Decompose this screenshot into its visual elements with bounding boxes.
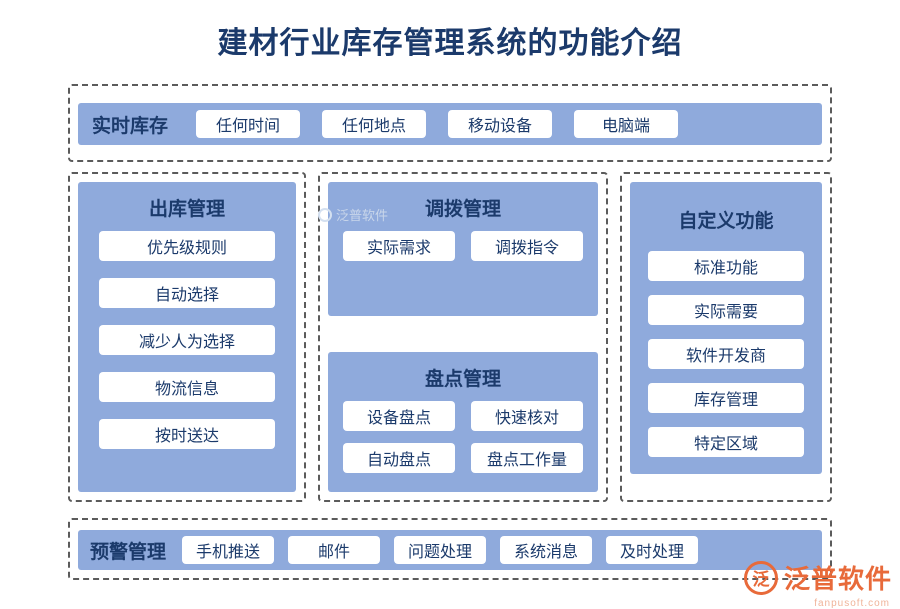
stocktake-chip-row-2: 自动盘点 盘点工作量: [328, 443, 598, 473]
stocktake-chip-device-count[interactable]: 设备盘点: [343, 401, 455, 431]
realtime-chip-desktop[interactable]: 电脑端: [574, 110, 678, 138]
warning-chip-system-message[interactable]: 系统消息: [500, 536, 593, 564]
outbound-section-border: [68, 172, 306, 502]
warning-label: 预警管理: [90, 541, 167, 563]
realtime-chip-mobile-device[interactable]: 移动设备: [448, 110, 552, 138]
outbound-title: 出库管理: [148, 199, 225, 220]
custom-section-border: [620, 172, 832, 502]
custom-chip-specific-area[interactable]: 特定区域: [648, 427, 804, 457]
outbound-chip-priority-rule[interactable]: 优先级规则: [99, 231, 275, 261]
middle-section-border: [318, 172, 608, 502]
realtime-label: 实时库存: [92, 115, 169, 137]
realtime-chip-any-place[interactable]: 任何地点: [322, 110, 426, 138]
warning-chip-timely-handling[interactable]: 及时处理: [606, 536, 699, 564]
custom-chip-software-vendor[interactable]: 软件开发商: [648, 339, 804, 369]
custom-chip-actual-need[interactable]: 实际需要: [648, 295, 804, 325]
outbound-chip-reduce-manual[interactable]: 减少人为选择: [99, 325, 275, 355]
warning-section-border: [68, 518, 832, 580]
custom-panel: 自定义功能 标准功能 实际需要 软件开发商 库存管理 特定区域: [630, 182, 822, 474]
stocktake-panel: 盘点管理 设备盘点 快速核对 自动盘点 盘点工作量: [328, 352, 598, 492]
stocktake-chip-row-1: 设备盘点 快速核对: [328, 401, 598, 431]
warning-chip-issue-handling[interactable]: 问题处理: [394, 536, 487, 564]
transfer-panel: 调拨管理 实际需求 调拨指令: [328, 182, 598, 316]
warning-chip-email[interactable]: 邮件: [288, 536, 381, 564]
realtime-panel: 实时库存 任何时间 任何地点 移动设备 电脑端: [78, 103, 822, 145]
stocktake-chip-auto-count[interactable]: 自动盘点: [343, 443, 455, 473]
transfer-chip-actual-demand[interactable]: 实际需求: [343, 231, 455, 261]
stocktake-title: 盘点管理: [424, 369, 501, 390]
outbound-chip-logistics-info[interactable]: 物流信息: [99, 372, 275, 402]
warning-chip-mobile-push[interactable]: 手机推送: [182, 536, 275, 564]
realtime-chip-any-time[interactable]: 任何时间: [196, 110, 300, 138]
transfer-chip-row: 实际需求 调拨指令: [328, 231, 598, 261]
transfer-title: 调拨管理: [424, 199, 501, 220]
page-title: 建材行业库存管理系统的功能介绍: [217, 27, 683, 60]
warning-panel: 预警管理 手机推送 邮件 问题处理 系统消息 及时处理: [78, 530, 822, 570]
outbound-panel: 出库管理 优先级规则 自动选择 减少人为选择 物流信息 按时送达: [78, 182, 296, 492]
custom-chip-inventory-management[interactable]: 库存管理: [648, 383, 804, 413]
stocktake-chip-count-workload[interactable]: 盘点工作量: [471, 443, 583, 473]
realtime-section-border: [68, 84, 832, 162]
stocktake-chip-quick-check[interactable]: 快速核对: [471, 401, 583, 431]
custom-title: 自定义功能: [678, 211, 774, 232]
outbound-chip-on-time-delivery[interactable]: 按时送达: [99, 419, 275, 449]
outbound-chip-auto-select[interactable]: 自动选择: [99, 278, 275, 308]
custom-chip-standard-function[interactable]: 标准功能: [648, 251, 804, 281]
transfer-chip-transfer-order[interactable]: 调拨指令: [471, 231, 583, 261]
